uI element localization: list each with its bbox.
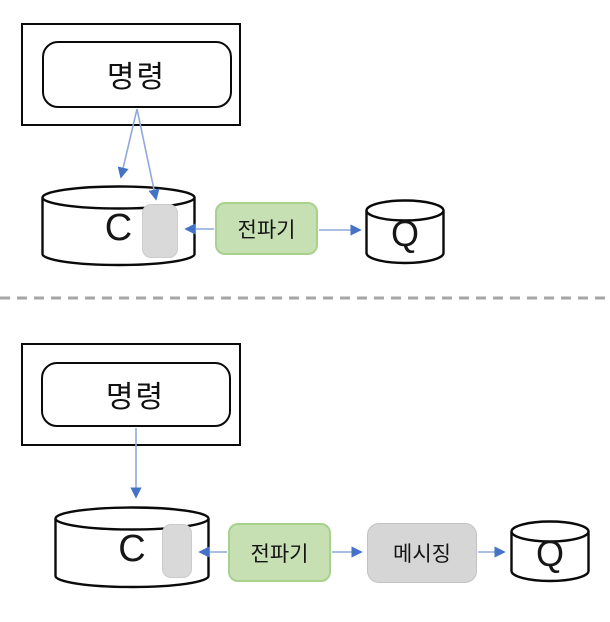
bottom-messaging-box: 메시징	[367, 523, 477, 583]
bottom-command-box: 명령	[40, 361, 231, 427]
top-propagator-label: 전파기	[237, 218, 296, 242]
bottom-queue-cylinder: Q	[510, 520, 590, 583]
top-command-outer-box: 명령	[21, 23, 241, 126]
bottom-messaging-label: 메시징	[393, 543, 451, 566]
bottom-queue-cylinder-shape	[510, 520, 590, 583]
bottom-command-label: 명령	[105, 381, 166, 414]
bottom-consumer-slot	[162, 524, 192, 578]
bottom-command-outer-box: 명령	[21, 343, 241, 446]
top-queue-cylinder-shape	[365, 199, 445, 265]
top-command-label: 명령	[106, 61, 167, 94]
top-command-box: 명령	[41, 40, 232, 108]
top-propagator-box: 전파기	[215, 202, 318, 255]
top-consumer-slot	[142, 204, 178, 258]
bottom-propagator-label: 전파기	[250, 542, 309, 566]
top-queue-cylinder: Q	[365, 199, 445, 265]
bottom-propagator-box: 전파기	[228, 523, 331, 582]
